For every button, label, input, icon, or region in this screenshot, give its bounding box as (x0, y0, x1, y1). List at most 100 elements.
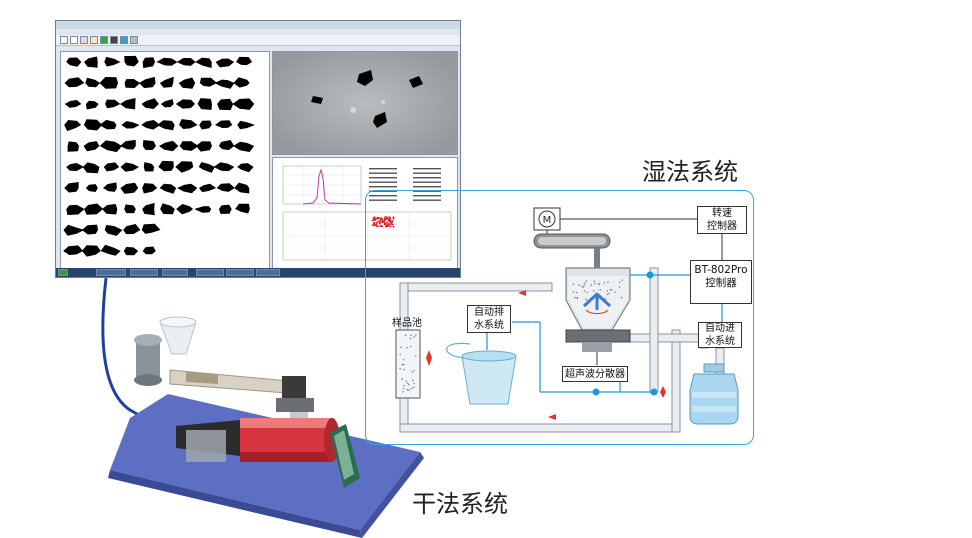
toolbar-button[interactable] (60, 36, 68, 44)
feeder-stand (136, 342, 160, 380)
sample-particle (409, 337, 412, 340)
sample-particle (414, 355, 417, 357)
scatter-point (386, 217, 389, 220)
suspended-particle (606, 293, 609, 296)
particle-silhouette (103, 182, 117, 192)
particle (409, 76, 423, 88)
stats-line (369, 190, 397, 192)
particle-silhouette (233, 141, 255, 152)
suspended-particle (590, 284, 593, 286)
particle-silhouette (160, 203, 175, 215)
sample-pool (395, 329, 421, 399)
stats-line (369, 177, 397, 179)
scatter-point (377, 217, 380, 220)
particle-silhouette (123, 224, 141, 235)
sample-particle (415, 334, 417, 336)
particle-silhouette (141, 223, 161, 234)
scatter-point (371, 224, 374, 227)
sample-particle (399, 353, 402, 356)
bt802-controller-box: BT-802Pro 控制器 (690, 260, 752, 304)
taskbar-item[interactable] (96, 269, 126, 276)
suspended-particle (599, 289, 602, 291)
scatter-point (377, 225, 379, 228)
particle-silhouette (194, 206, 212, 213)
particle-silhouette (176, 204, 194, 215)
taskbar-item[interactable] (162, 269, 188, 276)
particle-silhouette (102, 204, 118, 215)
taskbar-item[interactable] (226, 269, 254, 276)
ultrasonic-base (565, 329, 631, 343)
sample-particle (403, 387, 405, 390)
suspended-particle (585, 299, 587, 301)
particle-silhouette (159, 183, 177, 194)
particle-silhouette (66, 204, 85, 215)
particle-silhouette (234, 182, 250, 194)
sample-particle (407, 383, 410, 386)
particle-silhouette (213, 162, 235, 172)
sample-particle (410, 334, 412, 337)
sample-particle (409, 345, 412, 348)
toolbar-button[interactable] (90, 36, 98, 44)
microscope-image (273, 52, 457, 154)
particle-silhouette (235, 203, 250, 214)
particle-silhouette (199, 183, 217, 193)
scatter-point (378, 222, 381, 225)
particle-silhouette (233, 77, 250, 88)
suspended-particle (618, 286, 621, 288)
particle-silhouette (64, 120, 82, 132)
particle-silhouette (218, 140, 235, 151)
sample-particle (399, 367, 401, 370)
taskbar-item[interactable] (130, 269, 158, 276)
stats-line (369, 195, 397, 197)
particle-silhouette (176, 58, 196, 66)
stats-line (413, 190, 441, 192)
start-button[interactable] (58, 269, 68, 276)
particle-silhouette (156, 120, 175, 131)
sample-particle (410, 387, 413, 390)
particle-silhouette (197, 98, 212, 110)
suspended-particle (586, 291, 588, 294)
particle-silhouette (121, 121, 140, 129)
particle-silhouette (198, 162, 215, 173)
particle-silhouette (124, 55, 139, 67)
particle-silhouette (81, 224, 98, 235)
particle-silhouette (175, 161, 194, 173)
toolbar-button[interactable] (130, 36, 138, 44)
sample-particle (406, 388, 409, 391)
taskbar-item[interactable] (196, 269, 224, 276)
particle-silhouette (216, 183, 235, 192)
scatter-point (389, 220, 391, 223)
particle-silhouette (63, 224, 85, 236)
junction-dot (650, 388, 658, 396)
scatter-point (388, 216, 391, 219)
stats-line (369, 168, 397, 170)
toolbar (56, 35, 460, 46)
particle-silhouette (237, 163, 254, 173)
sample-particle (402, 363, 405, 366)
toolbar-button[interactable] (100, 36, 108, 44)
particle-silhouette (99, 119, 117, 130)
sample-particle (413, 336, 416, 338)
stats-line (413, 195, 441, 197)
particle (357, 70, 373, 86)
scatter-point (389, 225, 392, 228)
particle-silhouette (215, 120, 233, 128)
scatter-point (373, 219, 375, 222)
junction-dot (592, 388, 600, 396)
suspended-particle (598, 282, 600, 285)
toolbar-button[interactable] (70, 36, 78, 44)
taskbar-item[interactable] (256, 269, 280, 276)
suspended-particle (578, 284, 580, 287)
toolbar-button[interactable] (120, 36, 128, 44)
toolbar-button[interactable] (80, 36, 88, 44)
toolbar-button[interactable] (110, 36, 118, 44)
particle-silhouette (142, 202, 155, 216)
particle-silhouette (120, 162, 139, 172)
particle-silhouette (143, 162, 155, 172)
scatter-point (385, 223, 387, 225)
particle-silhouette (232, 98, 255, 110)
scatter-point (384, 216, 386, 218)
suspended-particle (609, 289, 612, 291)
particle (373, 112, 387, 128)
